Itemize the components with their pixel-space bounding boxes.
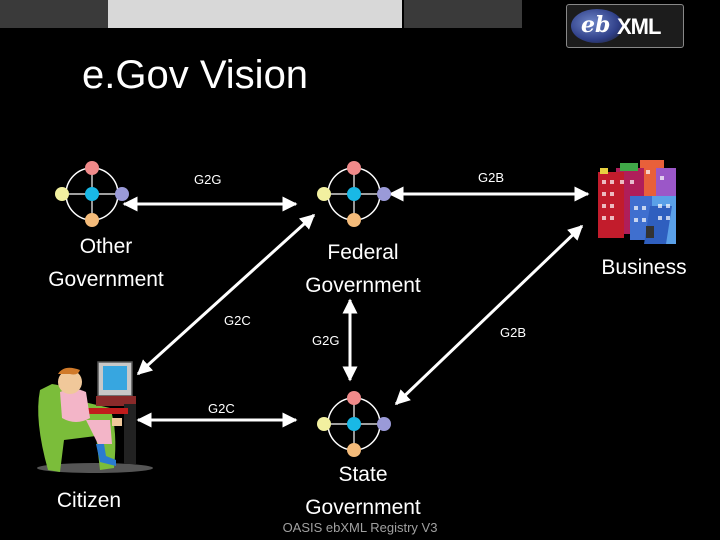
slide-footer: OASIS ebXML Registry V3 xyxy=(282,520,438,535)
edge-label-business-state: G2B xyxy=(500,325,527,340)
edge-label-citizen-state: G2C xyxy=(208,401,235,416)
label-business: Business xyxy=(594,251,694,284)
logo-swirl xyxy=(571,9,623,43)
ebxml-logo: eb XML xyxy=(566,4,684,48)
edge-label-federal-citizen: G2C xyxy=(224,313,251,328)
label-citizen: Citizen xyxy=(44,484,134,517)
top-bar-left xyxy=(0,0,108,28)
label-line: State Government xyxy=(305,463,421,519)
label-other-government: Other Government xyxy=(36,230,176,296)
top-bar-accent xyxy=(108,0,402,28)
buildings-icon xyxy=(598,160,676,244)
label-federal-government: Federal Government xyxy=(286,236,440,302)
label-line: Federal Government xyxy=(305,241,421,297)
logo-suffix: XML xyxy=(617,14,661,39)
edge-label-other-federal: G2G xyxy=(194,172,222,187)
label-line: Citizen xyxy=(56,489,122,512)
label-line: Business xyxy=(601,256,687,279)
network-hub-icon xyxy=(55,161,129,227)
network-hub-icon xyxy=(317,391,391,457)
label-state-government: State Government xyxy=(286,458,440,524)
network-hub-icon xyxy=(317,161,391,227)
edge-label-federal-state: G2G xyxy=(312,333,340,348)
slide-title: e.Gov Vision xyxy=(82,53,309,97)
edge-label-federal-business: G2B xyxy=(478,170,505,185)
label-line: Other Government xyxy=(48,235,164,291)
top-bar-right xyxy=(404,0,522,28)
logo-prefix: eb xyxy=(581,12,611,38)
person-at-computer-icon xyxy=(37,361,153,473)
edge-business-state xyxy=(394,224,584,406)
edge-federal-citizen xyxy=(136,213,316,376)
